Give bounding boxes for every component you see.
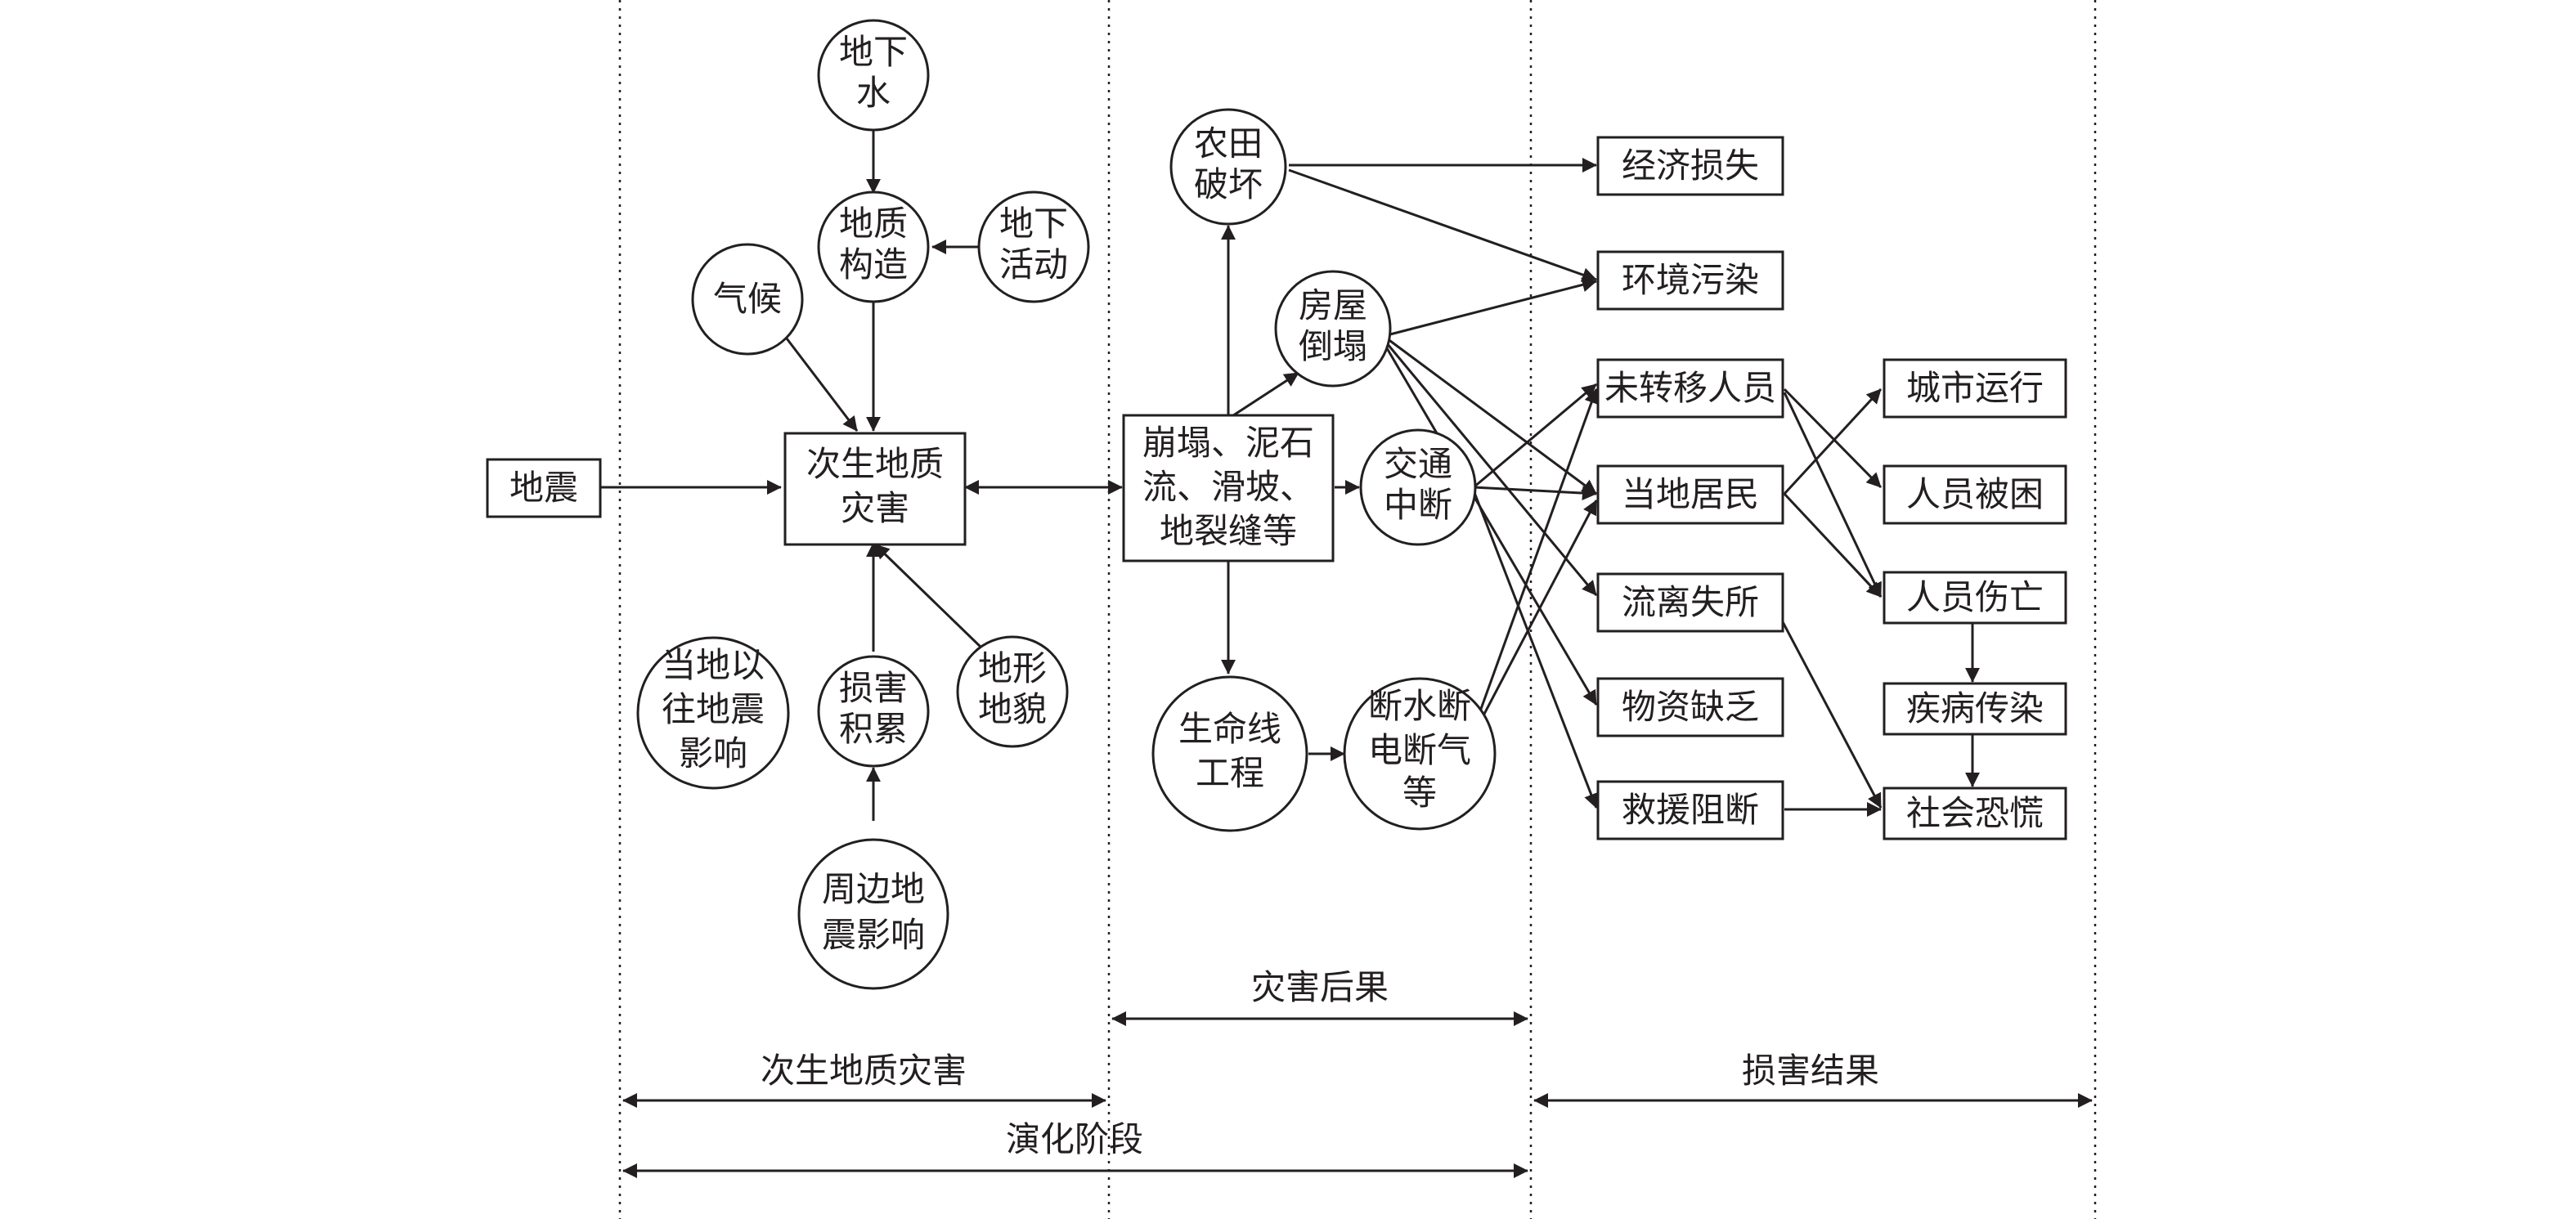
span-zaihaihouguo-label: 灾害后果	[1251, 967, 1389, 1007]
node-dixingdimao-line1: 地形	[978, 648, 1047, 688]
node-dangdijumin-line1: 当地居民	[1622, 474, 1759, 514]
node-shehuikonghuang-line1: 社会恐慌	[1906, 793, 2044, 833]
node-jibingchuanran-line1: 疾病传染	[1906, 688, 2044, 728]
node-liulishisuo-line1: 流离失所	[1622, 582, 1759, 622]
node-nongtian: 农田 破坏	[1169, 108, 1287, 226]
node-renyuanbeikun-line1: 人员被困	[1906, 474, 2044, 514]
node-jiaotong: 交通 中断	[1359, 428, 1477, 546]
node-dizhigouzao: 地质 构造	[817, 190, 930, 303]
node-dixingdimao-line2: 地貌	[978, 689, 1047, 729]
node-chengshiyunxing: 城市运行	[1883, 358, 2067, 419]
node-nongtian-line2: 破坏	[1194, 164, 1263, 204]
node-dixiahuodong-line1: 地下	[999, 204, 1068, 244]
node-dixiashui: 地下 水	[817, 19, 930, 132]
span-cishengzaihai-label: 次生地质灾害	[761, 1051, 967, 1091]
node-dixingdimao: 地形 地貌	[956, 635, 1069, 748]
node-shengmingxian: 生命线 工程	[1151, 675, 1308, 832]
span-zaihaihouguo: 灾害后果	[1111, 967, 1528, 1026]
node-dixiahuodong-line2: 活动	[999, 244, 1068, 285]
node-bengta-line3: 地裂缝等	[1160, 511, 1297, 551]
node-sunhaijilei: 损害 积累	[817, 655, 930, 768]
node-dixiashui-line2: 水	[856, 73, 891, 113]
node-sunhaijilei-line1: 损害	[839, 668, 908, 708]
node-duanshui-line1: 断水断	[1368, 686, 1471, 726]
node-weizhuanyi: 未转移人员	[1596, 358, 1784, 419]
node-chengshiyunxing-line1: 城市运行	[1906, 368, 2044, 408]
node-dixiashui-line1: 地下	[839, 32, 908, 72]
node-zhoubiandizhen-line1: 周边地	[822, 869, 925, 909]
edges-stage-4	[1771, 388, 1980, 817]
node-jiuyuanzuduan-line1: 救援阻断	[1622, 790, 1759, 830]
node-cishengzaihai-line2: 灾害	[841, 488, 909, 528]
span-sunhaijieguo-label: 损害结果	[1742, 1051, 1879, 1091]
node-dangdiyiwang-line1: 当地以	[662, 645, 765, 685]
node-wuziquefa: 物资缺乏	[1596, 677, 1784, 737]
node-nongtian-line1: 农田	[1194, 123, 1263, 164]
node-shengmingxian-line2: 工程	[1196, 753, 1264, 793]
node-fangwu-line1: 房屋	[1299, 285, 1367, 325]
node-jiaotong-line1: 交通	[1384, 444, 1452, 484]
node-renyuanshangwang-line1: 人员伤亡	[1906, 577, 2044, 617]
edges-stage-2	[1221, 225, 1360, 761]
node-cishengzaihai-line1: 次生地质	[806, 444, 944, 484]
node-duanshui-line3: 等	[1402, 773, 1437, 813]
edges-stage-3	[1288, 158, 1599, 809]
node-dangdijumin: 当地居民	[1596, 464, 1784, 525]
node-wuziquefa-line1: 物资缺乏	[1622, 687, 1759, 727]
node-zhoubiandizhen-line2: 震影响	[822, 915, 925, 955]
node-duanshui-line2: 电断气	[1368, 730, 1471, 770]
node-fangwu-line2: 倒塌	[1299, 326, 1367, 366]
node-renyuanbeikun: 人员被困	[1883, 464, 2067, 525]
node-qihou: 气候	[691, 243, 804, 356]
node-weizhuanyi-line1: 未转移人员	[1604, 368, 1776, 408]
node-liulishisuo: 流离失所	[1596, 572, 1784, 633]
node-dizhigouzao-line2: 构造	[839, 244, 908, 285]
node-dangdiyiwang-line3: 影响	[679, 733, 747, 773]
node-cishengzaihai: 次生地质 灾害	[783, 432, 967, 546]
node-shengmingxian-line1: 生命线	[1178, 709, 1281, 749]
node-jiaotong-line2: 中断	[1384, 485, 1452, 525]
node-dizhen: 地震	[486, 458, 602, 518]
node-bengta-line1: 崩塌、泥石	[1142, 423, 1314, 463]
span-cishengzaihai: 次生地质灾害	[622, 1051, 1106, 1108]
node-dizhigouzao-line1: 地质	[839, 204, 908, 244]
node-shehuikonghuang: 社会恐慌	[1883, 787, 2067, 840]
node-jingjisunshi: 经济损失	[1596, 136, 1784, 196]
node-sunhaijilei-line2: 积累	[839, 709, 908, 749]
node-bengta: 崩塌、泥石 流、滑坡、 地裂缝等	[1122, 414, 1335, 562]
node-duanshui: 断水断 电断气 等	[1343, 677, 1497, 831]
node-dizhen-line1: 地震	[509, 468, 578, 508]
node-dixiahuodong: 地下 活动	[977, 190, 1090, 303]
node-dangdiyiwang: 当地以 往地震 影响	[636, 636, 790, 790]
node-renyuanshangwang: 人员伤亡	[1883, 571, 2067, 625]
node-huanjingwuran-line1: 环境污染	[1622, 260, 1759, 300]
node-jingjisunshi-line1: 经济损失	[1622, 146, 1759, 186]
node-jiuyuanzuduan: 救援阻断	[1596, 780, 1784, 840]
node-dangdiyiwang-line2: 往地震	[662, 689, 765, 729]
node-fangwu: 房屋 倒塌	[1274, 270, 1392, 388]
node-qihou-line1: 气候	[713, 279, 782, 319]
node-bengta-line2: 流、滑坡、	[1142, 467, 1314, 507]
span-yanhuajieduan-label: 演化阶段	[1006, 1119, 1143, 1159]
node-jibingchuanran: 疾病传染	[1883, 682, 2067, 736]
node-huanjingwuran: 环境污染	[1596, 250, 1784, 311]
span-yanhuajieduan: 演化阶段	[622, 1119, 1528, 1178]
span-sunhaijieguo: 损害结果	[1533, 1051, 2093, 1108]
node-zhoubiandizhen: 周边地 震影响	[797, 838, 949, 990]
